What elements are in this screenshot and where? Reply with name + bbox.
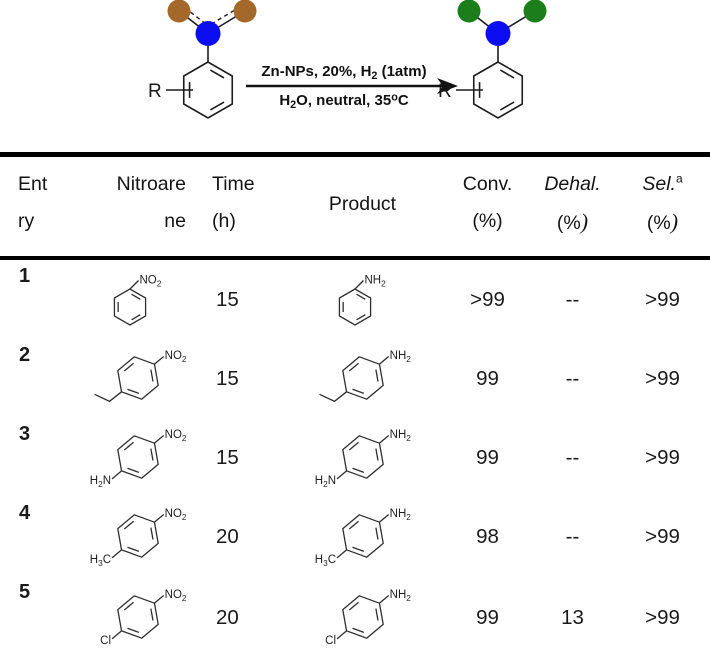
svg-text:H3C: H3C	[314, 553, 335, 567]
reactant-molecule: R	[145, 0, 275, 157]
r-group-label: R	[438, 81, 452, 102]
svg-text:NH2: NH2	[389, 588, 411, 602]
entry-cell: 4	[19, 502, 31, 524]
sel-cell: >99	[645, 366, 680, 390]
conv-cell: 99	[476, 605, 499, 629]
svg-text:NO2: NO2	[164, 507, 186, 521]
dehal-cell: --	[565, 366, 580, 390]
column-header-nitroarene: Nitroare ne	[116, 173, 186, 232]
svg-text:NH2: NH2	[389, 428, 411, 442]
svg-text:NH2: NH2	[389, 349, 411, 363]
product-structure: NH2	[280, 267, 445, 333]
column-header-entry: Ent ry	[18, 173, 48, 232]
table-header-row: Ent ry Nitroare ne Time (h) Product Conv…	[0, 157, 710, 256]
sel-cell: >99	[645, 605, 680, 629]
dehal-cell: --	[565, 445, 580, 469]
svg-text:NO2: NO2	[164, 428, 186, 442]
molecule-drawing: NH2	[318, 349, 411, 402]
nitro-group-cartoon: R	[148, 0, 257, 119]
svg-text:NO2: NO2	[164, 349, 186, 363]
nitroarene-structure: NO2	[75, 341, 200, 417]
dehal-cell: 13	[561, 605, 584, 629]
svg-text:Cl: Cl	[325, 634, 336, 646]
reaction-arrow: Zn-NPs, 20%, H2 (1atm) H2O, neutral, 35oC	[240, 53, 460, 111]
time-cell: 15	[216, 445, 239, 469]
product-molecule: R	[435, 0, 565, 157]
product-structure: NH2	[280, 341, 445, 417]
svg-text:NO2: NO2	[139, 274, 161, 288]
svg-text:H2N: H2N	[89, 474, 110, 488]
sel-cell: >99	[645, 445, 680, 469]
sel-cell: >99	[645, 524, 680, 548]
table-row: 2 NO2 15 NH2 99 -- >99	[0, 339, 710, 418]
arrow-drawing: Zn-NPs, 20%, H2 (1atm) H2O, neutral, 35oC	[246, 63, 458, 112]
entry-cell: 3	[19, 423, 31, 445]
amine-group-cartoon: R	[438, 0, 547, 119]
table-body: 1 NO2 15 NH2 >99 -- >99 2 NO2 15 NH2 99 …	[0, 260, 710, 657]
time-cell: 15	[216, 366, 239, 390]
time-cell: 15	[216, 287, 239, 311]
results-table: Ent ry Nitroare ne Time (h) Product Conv…	[0, 152, 710, 657]
table-top-rule	[0, 152, 710, 157]
column-header-conv: Conv. (%)	[462, 173, 513, 232]
column-header-sel: Sel.a (%)	[642, 171, 683, 235]
conditions-top-label: Zn-NPs, 20%, H2 (1atm)	[261, 63, 426, 82]
time-cell: 20	[216, 605, 239, 629]
column-header-product: Product	[328, 192, 397, 215]
svg-text:H3C: H3C	[89, 553, 110, 567]
svg-text:NO2: NO2	[164, 588, 186, 602]
entry-cell: 2	[19, 344, 31, 366]
dehal-cell: --	[565, 524, 580, 548]
conditions-bottom-label: H2O, neutral, 35oC	[279, 92, 409, 112]
svg-text:NH2: NH2	[389, 507, 411, 521]
time-cell: 20	[216, 524, 239, 548]
conv-cell: >99	[470, 287, 505, 311]
table-header-rule	[0, 256, 710, 260]
svg-text:H2N: H2N	[314, 474, 335, 488]
entry-cell: 5	[19, 581, 31, 603]
sel-cell: >99	[645, 287, 680, 311]
column-header-time: Time (h)	[212, 173, 255, 232]
r-group-label: R	[148, 81, 162, 102]
reaction-scheme: R Zn-NPs, 20%, H2 (1atm) H2O, neutral, 35…	[0, 0, 710, 152]
column-header-dehal: Dehal. (%)	[544, 173, 601, 234]
table-row: 1 NO2 15 NH2 >99 -- >99	[0, 260, 710, 339]
entry-cell: 1	[19, 265, 31, 287]
dehal-cell: --	[565, 287, 580, 311]
svg-text:NH2: NH2	[364, 274, 386, 288]
svg-text:Cl: Cl	[100, 634, 111, 646]
molecule-drawing: NH2	[338, 274, 386, 326]
molecule-drawing: NO2	[113, 274, 161, 326]
conv-cell: 99	[476, 445, 499, 469]
molecule-drawing: NO2	[93, 349, 186, 402]
conv-cell: 99	[476, 366, 499, 390]
conv-cell: 98	[476, 524, 499, 548]
nitroarene-structure: NO2	[75, 267, 200, 333]
